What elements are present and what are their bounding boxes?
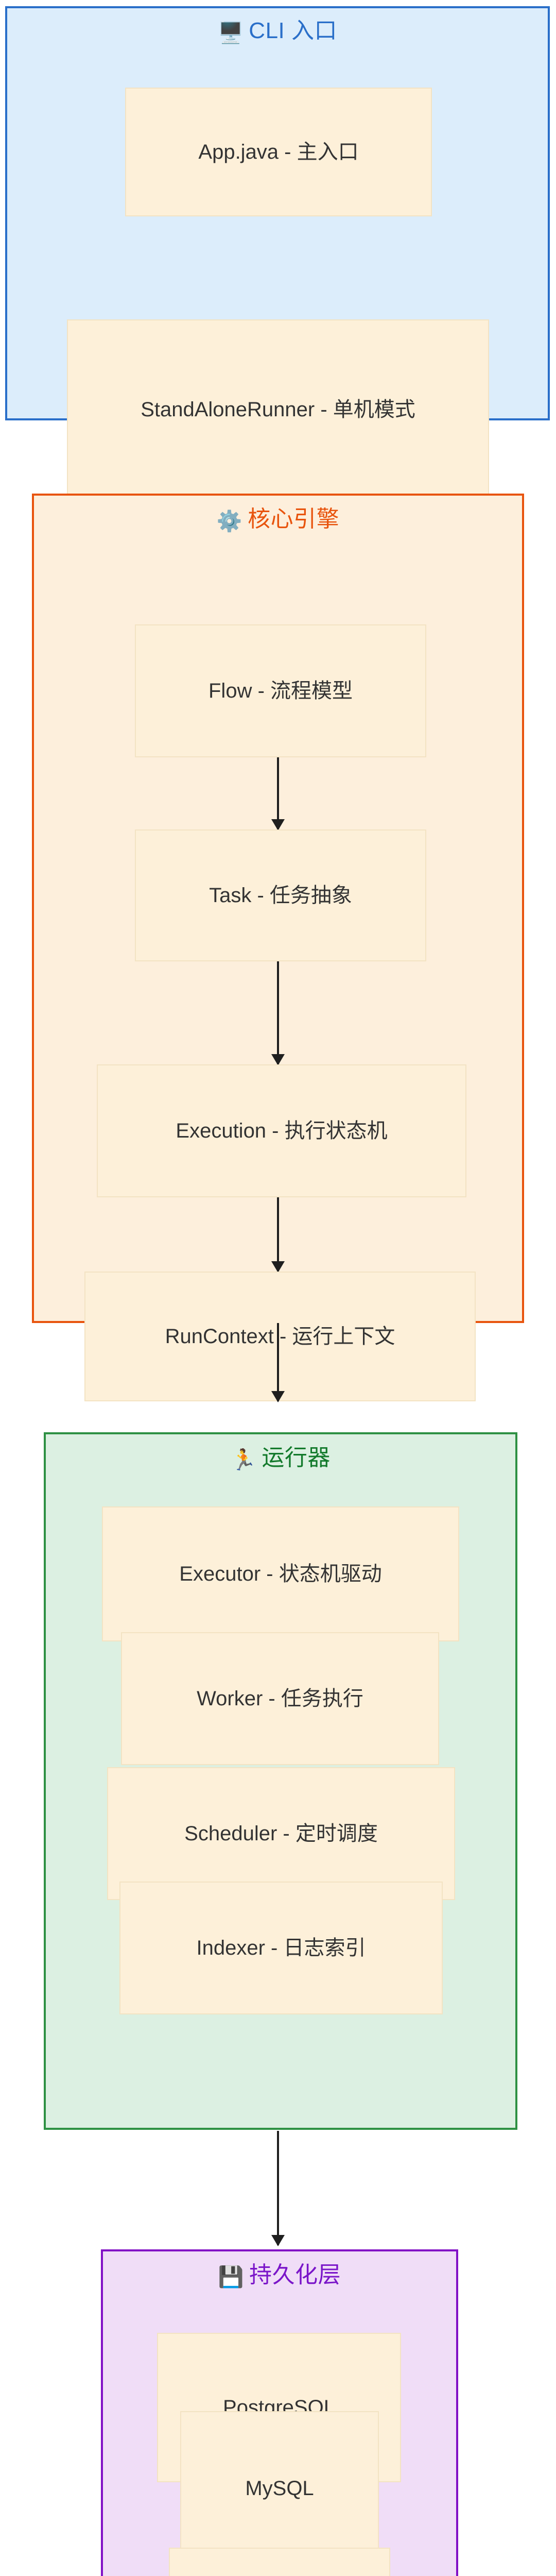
desktop-computer-icon: 🖥️ bbox=[217, 21, 244, 45]
edge-execution-to-runcontext bbox=[271, 1197, 285, 1273]
node-run-context[interactable]: RunContext - 运行上下文 bbox=[84, 1272, 476, 1401]
node-label: StandAloneRunner - 单机模式 bbox=[141, 398, 415, 421]
node-mysql[interactable]: MySQL bbox=[180, 2411, 379, 2566]
arrowhead-icon bbox=[271, 2235, 285, 2246]
node-label: Scheduler - 定时调度 bbox=[184, 1822, 378, 1845]
subgraph-title-runner: 🏃运行器 bbox=[46, 1445, 515, 1472]
node-label: Flow - 流程模型 bbox=[208, 680, 353, 702]
edge-flow-to-task bbox=[271, 757, 285, 831]
node-app-java[interactable]: App.java - 主入口 bbox=[125, 88, 432, 216]
edge-runner-to-storage bbox=[271, 2131, 285, 2246]
subgraph-title-label: 运行器 bbox=[262, 1445, 331, 1470]
node-label: Task - 任务抽象 bbox=[209, 884, 352, 907]
subgraph-title-label: 持久化层 bbox=[249, 2262, 341, 2287]
arrowhead-icon bbox=[271, 819, 285, 831]
arrowhead-icon bbox=[271, 1261, 285, 1273]
edge-task-to-execution bbox=[271, 961, 285, 1065]
node-executor[interactable]: Executor - 状态机驱动 bbox=[102, 1506, 459, 1641]
node-flow[interactable]: Flow - 流程模型 bbox=[135, 624, 426, 757]
runner-icon: 🏃 bbox=[231, 1448, 257, 1472]
node-label: Worker - 任务执行 bbox=[197, 1687, 363, 1710]
edge-core-to-runner bbox=[271, 1323, 285, 1402]
gear-icon: ⚙️ bbox=[216, 510, 243, 533]
node-indexer[interactable]: Indexer - 日志索引 bbox=[119, 1882, 443, 2014]
node-label: MySQL bbox=[245, 2477, 314, 2500]
subgraph-title-label: 核心引擎 bbox=[248, 506, 340, 532]
node-label: App.java - 主入口 bbox=[198, 141, 359, 163]
node-label: RunContext - 运行上下文 bbox=[165, 1325, 395, 1348]
node-label: Execution - 执行状态机 bbox=[176, 1120, 388, 1142]
floppy-disk-icon: 💾 bbox=[218, 2265, 245, 2289]
arrowhead-icon bbox=[271, 1054, 285, 1065]
node-scheduler[interactable]: Scheduler - 定时调度 bbox=[107, 1767, 455, 1900]
subgraph-title-cli-entry: 🖥️CLI 入口 bbox=[7, 18, 548, 45]
node-h2[interactable]: H2 (开发) bbox=[169, 2548, 390, 2576]
node-standalone-runner[interactable]: StandAloneRunner - 单机模式 bbox=[67, 319, 489, 500]
node-label: Executor - 状态机驱动 bbox=[179, 1563, 382, 1585]
node-execution[interactable]: Execution - 执行状态机 bbox=[97, 1064, 466, 1197]
node-label: Indexer - 日志索引 bbox=[196, 1937, 366, 1959]
subgraph-title-persistence: 💾持久化层 bbox=[103, 2262, 456, 2289]
arrowhead-icon bbox=[271, 1391, 285, 1402]
node-worker[interactable]: Worker - 任务执行 bbox=[121, 1632, 439, 1765]
node-task[interactable]: Task - 任务抽象 bbox=[135, 829, 426, 961]
subgraph-title-core-engine: ⚙️核心引擎 bbox=[34, 508, 522, 532]
subgraph-title-label: CLI 入口 bbox=[249, 18, 337, 43]
